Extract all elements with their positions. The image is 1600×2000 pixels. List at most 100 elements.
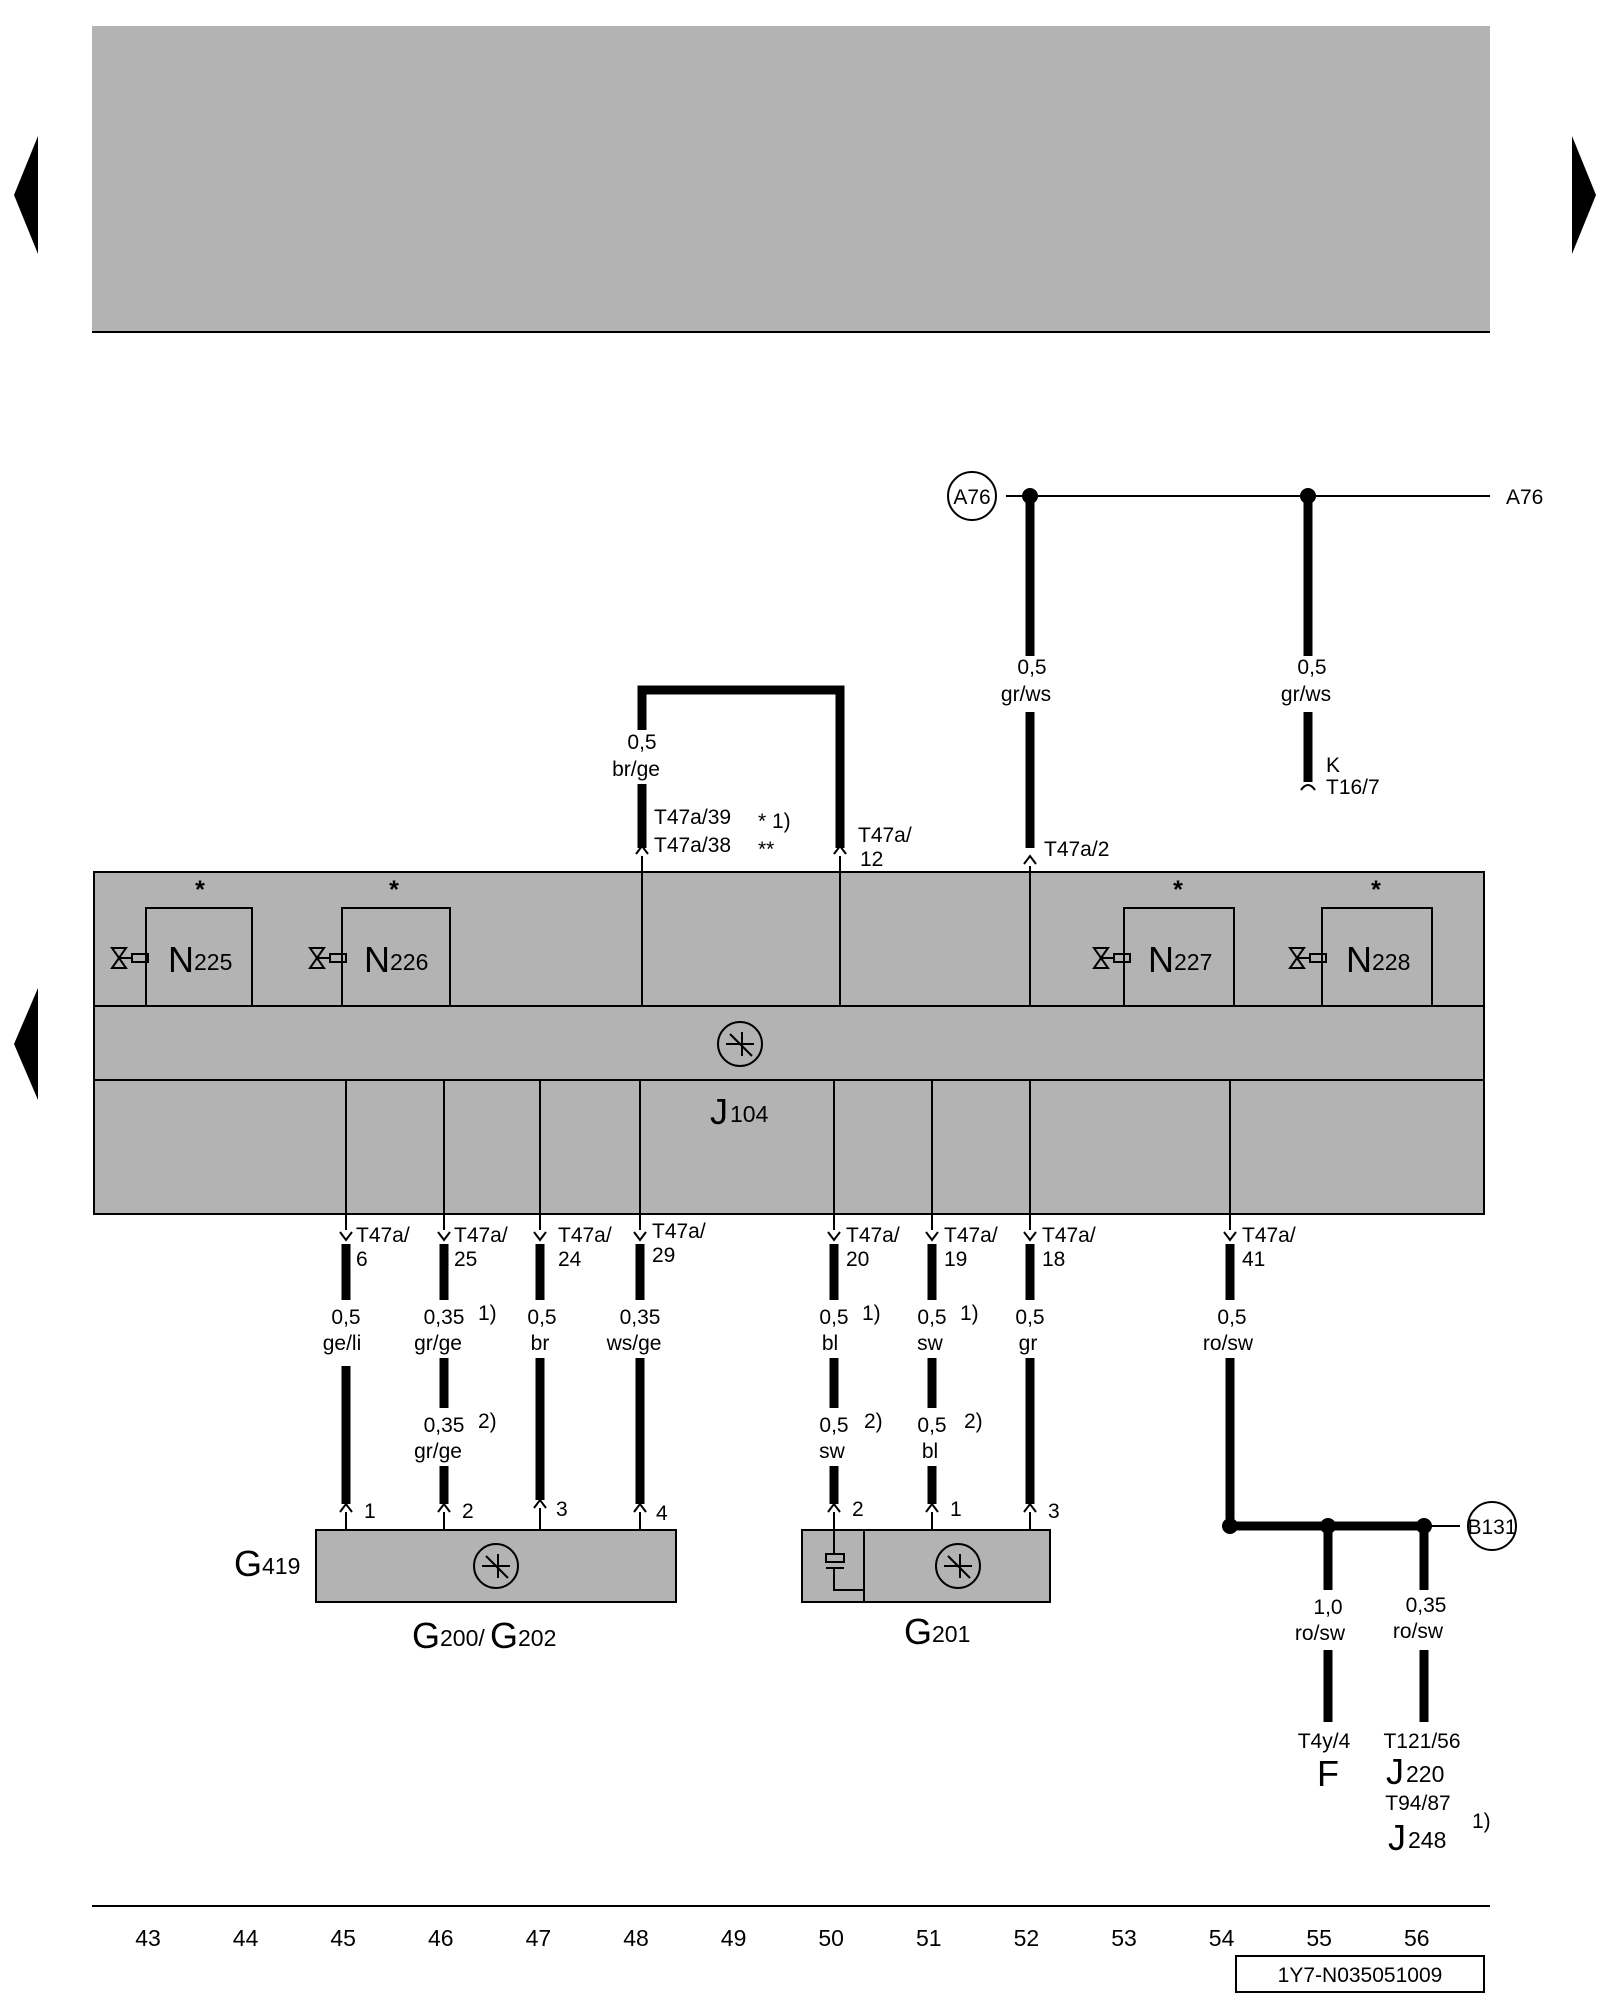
wire-size: 0,5 [627, 731, 656, 754]
sensor-g201[interactable]: G 201 [801, 1529, 1051, 1652]
valve-label-main: N [1148, 939, 1174, 980]
g419-label-main: G [234, 1543, 262, 1584]
wire-color: br [531, 1332, 550, 1355]
valve-star: * [1173, 876, 1183, 904]
valve-n228[interactable]: * N 228 [1288, 876, 1433, 1007]
wire-t47a-41: T47a/ 41 0,5 ro/sw [1203, 1224, 1460, 1531]
connector-pin: T47a/ [944, 1224, 998, 1247]
j248-label-main: J [1388, 1817, 1406, 1858]
valve-star: * [389, 876, 399, 904]
j248-note: 1) [1472, 1810, 1491, 1833]
connector-pin: 12 [860, 848, 883, 871]
wire-size: 0,35 [620, 1306, 661, 1329]
k-pin-label: T16/7 [1326, 776, 1380, 799]
g202-label-sub: 202 [518, 1625, 556, 1651]
wire-note-alt: 2) [478, 1410, 497, 1433]
wire-color: sw [917, 1332, 944, 1355]
nav-right-arrow-icon[interactable] [1572, 136, 1596, 254]
wire-size-alt: 0,5 [917, 1414, 946, 1437]
pin-number: 3 [556, 1498, 568, 1521]
g200-label-sub: 200/ [440, 1625, 485, 1651]
nav-left-arrow-icon[interactable] [14, 136, 38, 254]
column-number: 56 [1404, 1925, 1430, 1951]
k-label: K [1326, 754, 1340, 777]
wire-note: 1) [960, 1302, 979, 1325]
column-number: 52 [1014, 1925, 1040, 1951]
connector-pin: T47a/ [558, 1224, 612, 1247]
junction-dot [1222, 1518, 1238, 1534]
wire-note: 1) [478, 1302, 497, 1325]
connector-pin: 24 [558, 1248, 582, 1271]
column-number: 53 [1111, 1925, 1137, 1951]
a76-circle-label: A76 [953, 486, 990, 509]
wire-color: ro/sw [1295, 1622, 1346, 1645]
wire-size: 0,5 [1017, 656, 1046, 679]
connector-pin: T47a/ [846, 1224, 900, 1247]
valve-n226[interactable]: * N 226 [308, 876, 451, 1007]
wire-size: 0,35 [1406, 1594, 1447, 1617]
column-number: 44 [233, 1925, 259, 1951]
b131-reference-circle [1467, 1501, 1517, 1551]
nav-left-lower-arrow-icon[interactable] [14, 988, 38, 1100]
g202-label-main: G [490, 1615, 518, 1656]
wire-t47a-25: T47a/ 25 0,35 1) gr/ge 0,35 2) gr/ge 2 [414, 1224, 508, 1530]
column-number: 55 [1306, 1925, 1332, 1951]
connector-pin: T47a/39 [654, 806, 731, 829]
wire-size: 0,5 [917, 1306, 946, 1329]
wire-size-alt: 0,5 [819, 1414, 848, 1437]
top-connector-arrows [635, 844, 1037, 865]
valve-icon [1288, 947, 1306, 969]
wire-t47a-24: T47a/ 24 0,5 br 3 [527, 1224, 612, 1530]
sensor-symbol-icon [473, 1543, 519, 1589]
valve-star: * [1371, 876, 1381, 904]
g201-label-main: G [904, 1611, 932, 1652]
pin-number: 3 [1048, 1500, 1060, 1523]
connector-pin: T47a/ [652, 1220, 706, 1243]
wire-color: br/ge [612, 758, 660, 781]
connector-pin: 25 [454, 1248, 477, 1271]
valve-icon [308, 947, 326, 969]
wire-color: gr/ws [1001, 683, 1051, 706]
j220-label-sub: 220 [1406, 1761, 1444, 1787]
wire-color: gr/ws [1281, 683, 1331, 706]
b131-label: B131 [1467, 1516, 1516, 1539]
connector-pin: 18 [1042, 1248, 1065, 1271]
column-number: 45 [330, 1925, 356, 1951]
connector-pin: 6 [356, 1248, 368, 1271]
valve-n227[interactable]: * N 227 [1092, 876, 1235, 1007]
b131-branch: B131 1,0 ro/sw 0,35 ro/sw T4y/4 F T121/5… [1222, 1501, 1517, 1858]
g200-label-main: G [412, 1615, 440, 1656]
valve-icon [1092, 947, 1110, 969]
connector-pin: T47a/ [454, 1224, 508, 1247]
wire-color: gr [1019, 1332, 1038, 1355]
sensor-symbol-icon [935, 1543, 981, 1589]
sensor-g200-g202[interactable]: G 419 G 200/ G 202 [234, 1529, 677, 1656]
connector-pin: 20 [846, 1248, 869, 1271]
wire-size: 0,5 [1217, 1306, 1246, 1329]
wire-color: ge/li [323, 1332, 362, 1355]
column-number: 46 [428, 1925, 454, 1951]
wire-bridge-br-ge: 0,5 br/ge T47a/39 * 1) T47a/38 ** T47a/ … [612, 685, 912, 871]
wire-size: 0,5 [1015, 1306, 1044, 1329]
valve-n225[interactable]: * N 225 [110, 876, 253, 1007]
connector-pin: T47a/ [356, 1224, 410, 1247]
pin-number: 4 [656, 1502, 668, 1525]
wire-size: 0,5 [819, 1306, 848, 1329]
column-number: 49 [721, 1925, 747, 1951]
connector-pin: T47a/ [1042, 1224, 1096, 1247]
j248-pin-label: T94/87 [1385, 1792, 1450, 1815]
control-unit-j104[interactable]: J 104 [93, 856, 1485, 1230]
column-number: 51 [916, 1925, 942, 1951]
valve-label-sub: 226 [390, 949, 428, 975]
wire-color: ro/sw [1393, 1620, 1444, 1643]
g419-label-sub: 419 [262, 1553, 300, 1579]
a76-bus: A76 A76 [947, 471, 1543, 521]
wire-k-t16-7: 0,5 gr/ws K T16/7 [1281, 496, 1380, 799]
connector-pin: T47a/ [1242, 1224, 1296, 1247]
connector-pin: T47a/2 [1044, 838, 1109, 861]
wire-note-alt: 2) [864, 1410, 883, 1433]
column-number: 43 [135, 1925, 161, 1951]
valve-label-sub: 227 [1174, 949, 1212, 975]
pin-note: * 1) [758, 810, 791, 833]
